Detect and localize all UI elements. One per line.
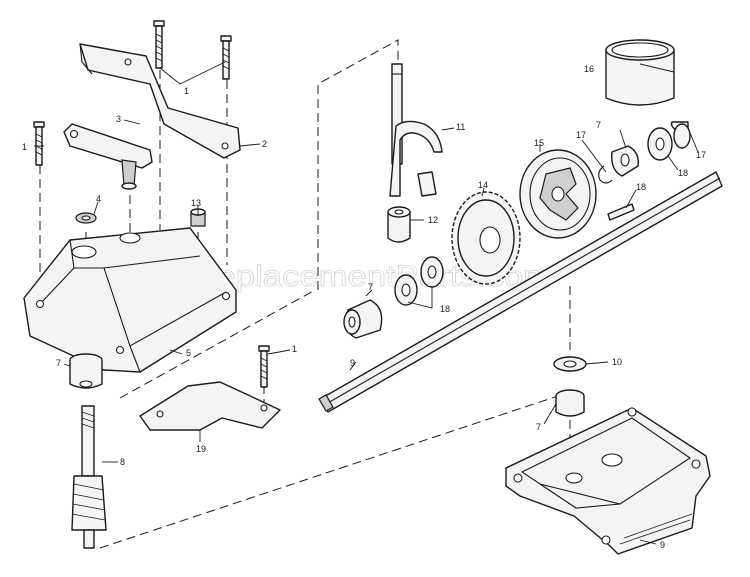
callout-labels: 1 2 3 1 4 13 5 7 8 19 1 11 12 14 15 16 1… xyxy=(22,64,706,550)
callout-7-pinion: 7 xyxy=(368,282,373,292)
key-part-18 xyxy=(607,203,635,221)
gear-part-14 xyxy=(451,191,521,285)
callout-19-right: 18 xyxy=(678,168,688,178)
spacer-part-12 xyxy=(387,206,411,243)
callout-19: 19 xyxy=(196,444,206,454)
cover-housing-part-5 xyxy=(23,227,237,373)
callout-11: 11 xyxy=(456,122,465,132)
callout-2: 2 xyxy=(262,139,267,149)
callout-17b: 17 xyxy=(696,150,706,160)
callout-16-key: 18 xyxy=(636,182,646,192)
callout-4: 4 xyxy=(96,194,101,204)
callout-1-bottom: 1 xyxy=(292,344,297,354)
screw-top-2 xyxy=(220,35,232,80)
thrust-washer-part-18b xyxy=(420,256,444,288)
callout-15: 15 xyxy=(534,138,544,148)
callout-7-worm: 7 xyxy=(56,358,61,368)
callout-17a: 17 xyxy=(576,130,586,140)
axle-part-9 xyxy=(318,171,723,413)
washer-part-10 xyxy=(553,356,587,372)
bushing-part-16 xyxy=(605,39,675,106)
lower-housing-part-9 xyxy=(505,407,711,555)
callout-1-left: 1 xyxy=(22,142,27,152)
callout-9-housing: 9 xyxy=(660,540,665,550)
thrust-washer-part-18a xyxy=(394,274,418,306)
callout-3: 3 xyxy=(116,114,121,124)
collar-part-7-right xyxy=(611,145,639,177)
retaining-ring-part-17a xyxy=(598,165,613,184)
callout-8: 8 xyxy=(120,457,125,467)
shift-arm-part-3 xyxy=(63,123,153,190)
screw-bottom-1 xyxy=(258,345,270,388)
gasket-part-19 xyxy=(139,381,281,431)
callout-14: 14 xyxy=(478,180,488,190)
callout-7-lower: 7 xyxy=(536,422,541,432)
callout-9-axle: 9 xyxy=(350,358,355,368)
callout-18-washers: 18 xyxy=(440,304,450,314)
callout-13: 13 xyxy=(191,198,201,208)
callout-7-right: 7 xyxy=(596,120,601,130)
worm-shaft-part-8 xyxy=(71,405,107,549)
leader-lines xyxy=(34,61,699,545)
bearing-part-7-lower xyxy=(555,389,585,417)
callout-12: 12 xyxy=(428,215,438,225)
callout-1-top: 1 xyxy=(184,86,189,96)
screw-top-1 xyxy=(153,20,165,69)
callout-5: 5 xyxy=(186,348,191,358)
clutch-pulley-part-15 xyxy=(519,149,597,239)
callout-10: 10 xyxy=(612,357,622,367)
bevel-pinion-part-7 xyxy=(343,299,383,339)
screw-left-1 xyxy=(33,121,45,166)
washer-part-4 xyxy=(75,212,97,224)
callout-16: 16 xyxy=(584,64,594,74)
washer-pair-right xyxy=(647,123,691,161)
shift-fork-part-11 xyxy=(389,63,443,197)
pinion-part-7-left xyxy=(69,353,103,389)
bracket-part-2 xyxy=(79,43,241,159)
